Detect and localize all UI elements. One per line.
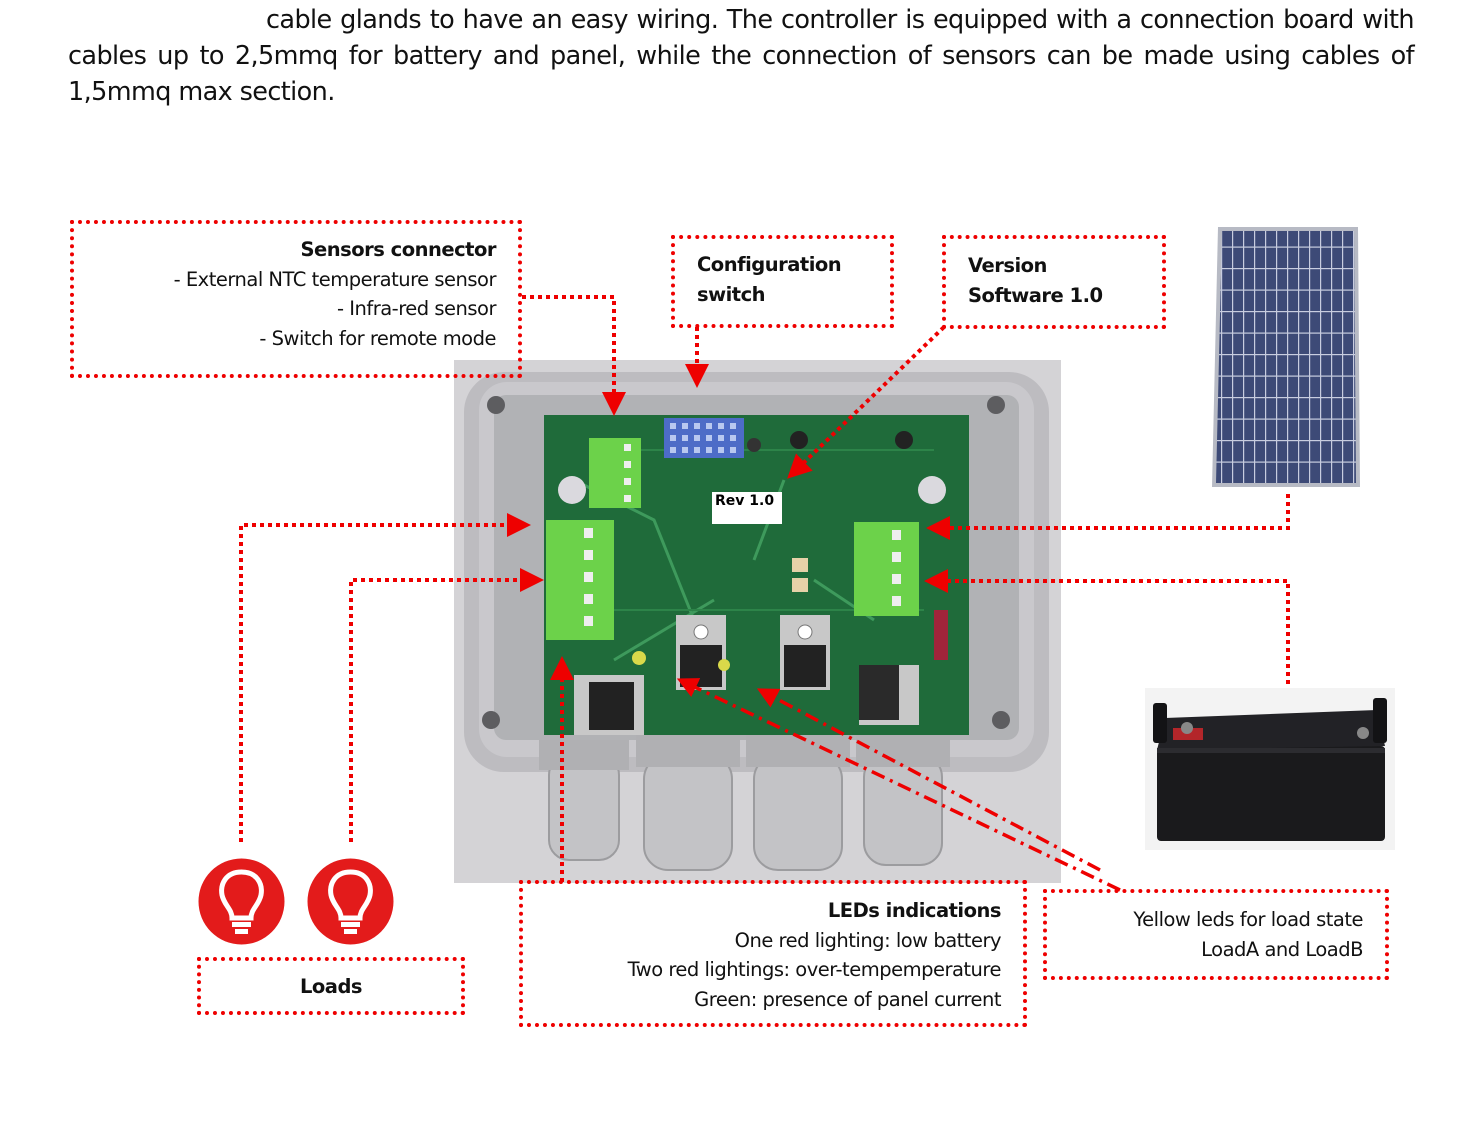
- loads-title: Loads: [299, 975, 363, 998]
- battery-image: [1145, 688, 1395, 850]
- config-switch-callout: [671, 235, 894, 328]
- version-line1: Version: [968, 254, 1047, 277]
- leds-item: One red lighting: low battery: [734, 928, 1002, 952]
- yellow-leds-text: Yellow leds for load state LoadA and Loa…: [1133, 905, 1363, 964]
- loads-callout: [197, 957, 465, 1015]
- leds-item: Green: presence of panel current: [694, 987, 1001, 1011]
- version-callout: [942, 235, 1166, 329]
- sensors-connector-title: Sensors connector: [300, 238, 496, 261]
- paragraph-line-3: 1,5mmq max section.: [68, 77, 335, 107]
- leds-indications-text: LEDs indications One red lighting: low b…: [627, 896, 1002, 1014]
- paragraph-line-2: cables up to 2,5mmq for battery and pane…: [68, 41, 1415, 71]
- lightbulb-icon: [198, 858, 285, 945]
- leds-indications-callout: [519, 880, 1027, 1027]
- leds-item: Two red lightings: over-tempemperature: [627, 958, 1002, 981]
- config-switch-line2: switch: [697, 282, 766, 306]
- solar-panel-image: [1210, 225, 1362, 493]
- paragraph-line-1: cable glands to have an easy wiring. The…: [266, 5, 1415, 35]
- version-line2: Software 1.0: [968, 283, 1103, 307]
- rev-label: Rev 1.0: [712, 492, 782, 524]
- sensors-connector-callout: [70, 220, 522, 378]
- yellow-leds-line1: Yellow leds for load state: [1133, 908, 1363, 931]
- leds-indications-title: LEDs indications: [827, 899, 1002, 922]
- yellow-leds-line2: LoadA and LoadB: [1201, 937, 1363, 961]
- yellow-leds-callout: [1043, 889, 1389, 980]
- sensors-item: - External NTC temperature sensor: [173, 267, 497, 291]
- sensors-item: - Infra-red sensor: [337, 297, 497, 320]
- sensors-item: - Switch for remote mode: [259, 326, 496, 350]
- lightbulb-icon: [307, 858, 394, 945]
- intro-paragraph: cable glands to have an easy wiring. The…: [68, 2, 1415, 110]
- controller-photo: Rev 1.0: [454, 360, 1061, 883]
- version-text: Version Software 1.0: [968, 251, 1103, 310]
- sensors-connector-text: Sensors connector - External NTC tempera…: [173, 235, 497, 353]
- config-switch-line1: Configuration: [697, 253, 842, 276]
- config-switch-text: Configuration switch: [697, 250, 842, 309]
